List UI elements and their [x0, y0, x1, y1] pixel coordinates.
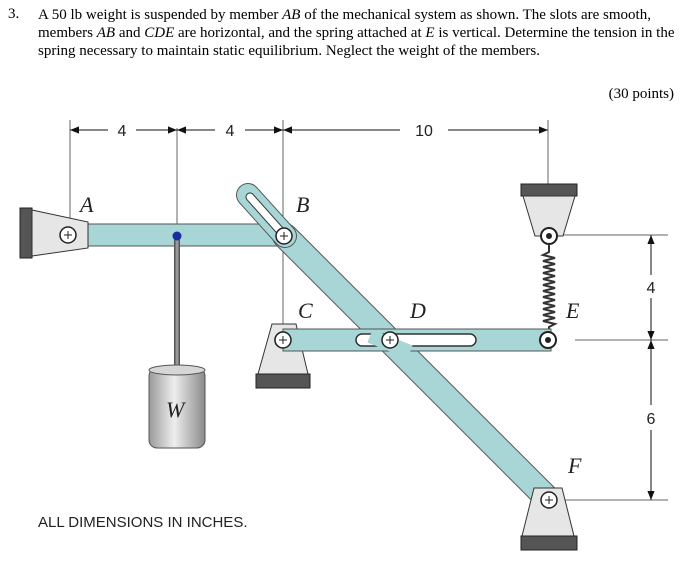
weight-assembly	[148, 231, 206, 449]
label-c: C	[298, 298, 313, 323]
label-b: B	[296, 192, 309, 217]
problem-text: A 50 lb weight is suspended by member AB…	[38, 7, 675, 59]
member-cde	[274, 328, 557, 359]
problem-number: 3.	[8, 6, 20, 22]
label-d: D	[409, 298, 426, 323]
points-value: (30 points)	[608, 86, 674, 102]
dim-right-upper: 4	[647, 280, 656, 297]
dim-top-right: 10	[415, 123, 433, 140]
upper-right-support	[520, 183, 578, 245]
support-a	[19, 207, 89, 259]
label-w: W	[166, 397, 186, 422]
dim-top-middle: 4	[226, 123, 235, 140]
label-e: E	[565, 298, 580, 323]
member-bf	[236, 183, 562, 513]
support-f	[520, 487, 578, 551]
spring	[540, 244, 558, 334]
label-a: A	[78, 192, 94, 217]
dimensions-note: ALL DIMENSIONS IN INCHES.	[38, 514, 248, 531]
dim-right-lower: 6	[647, 411, 656, 428]
dim-top-left: 4	[118, 123, 127, 140]
label-f: F	[567, 453, 582, 478]
